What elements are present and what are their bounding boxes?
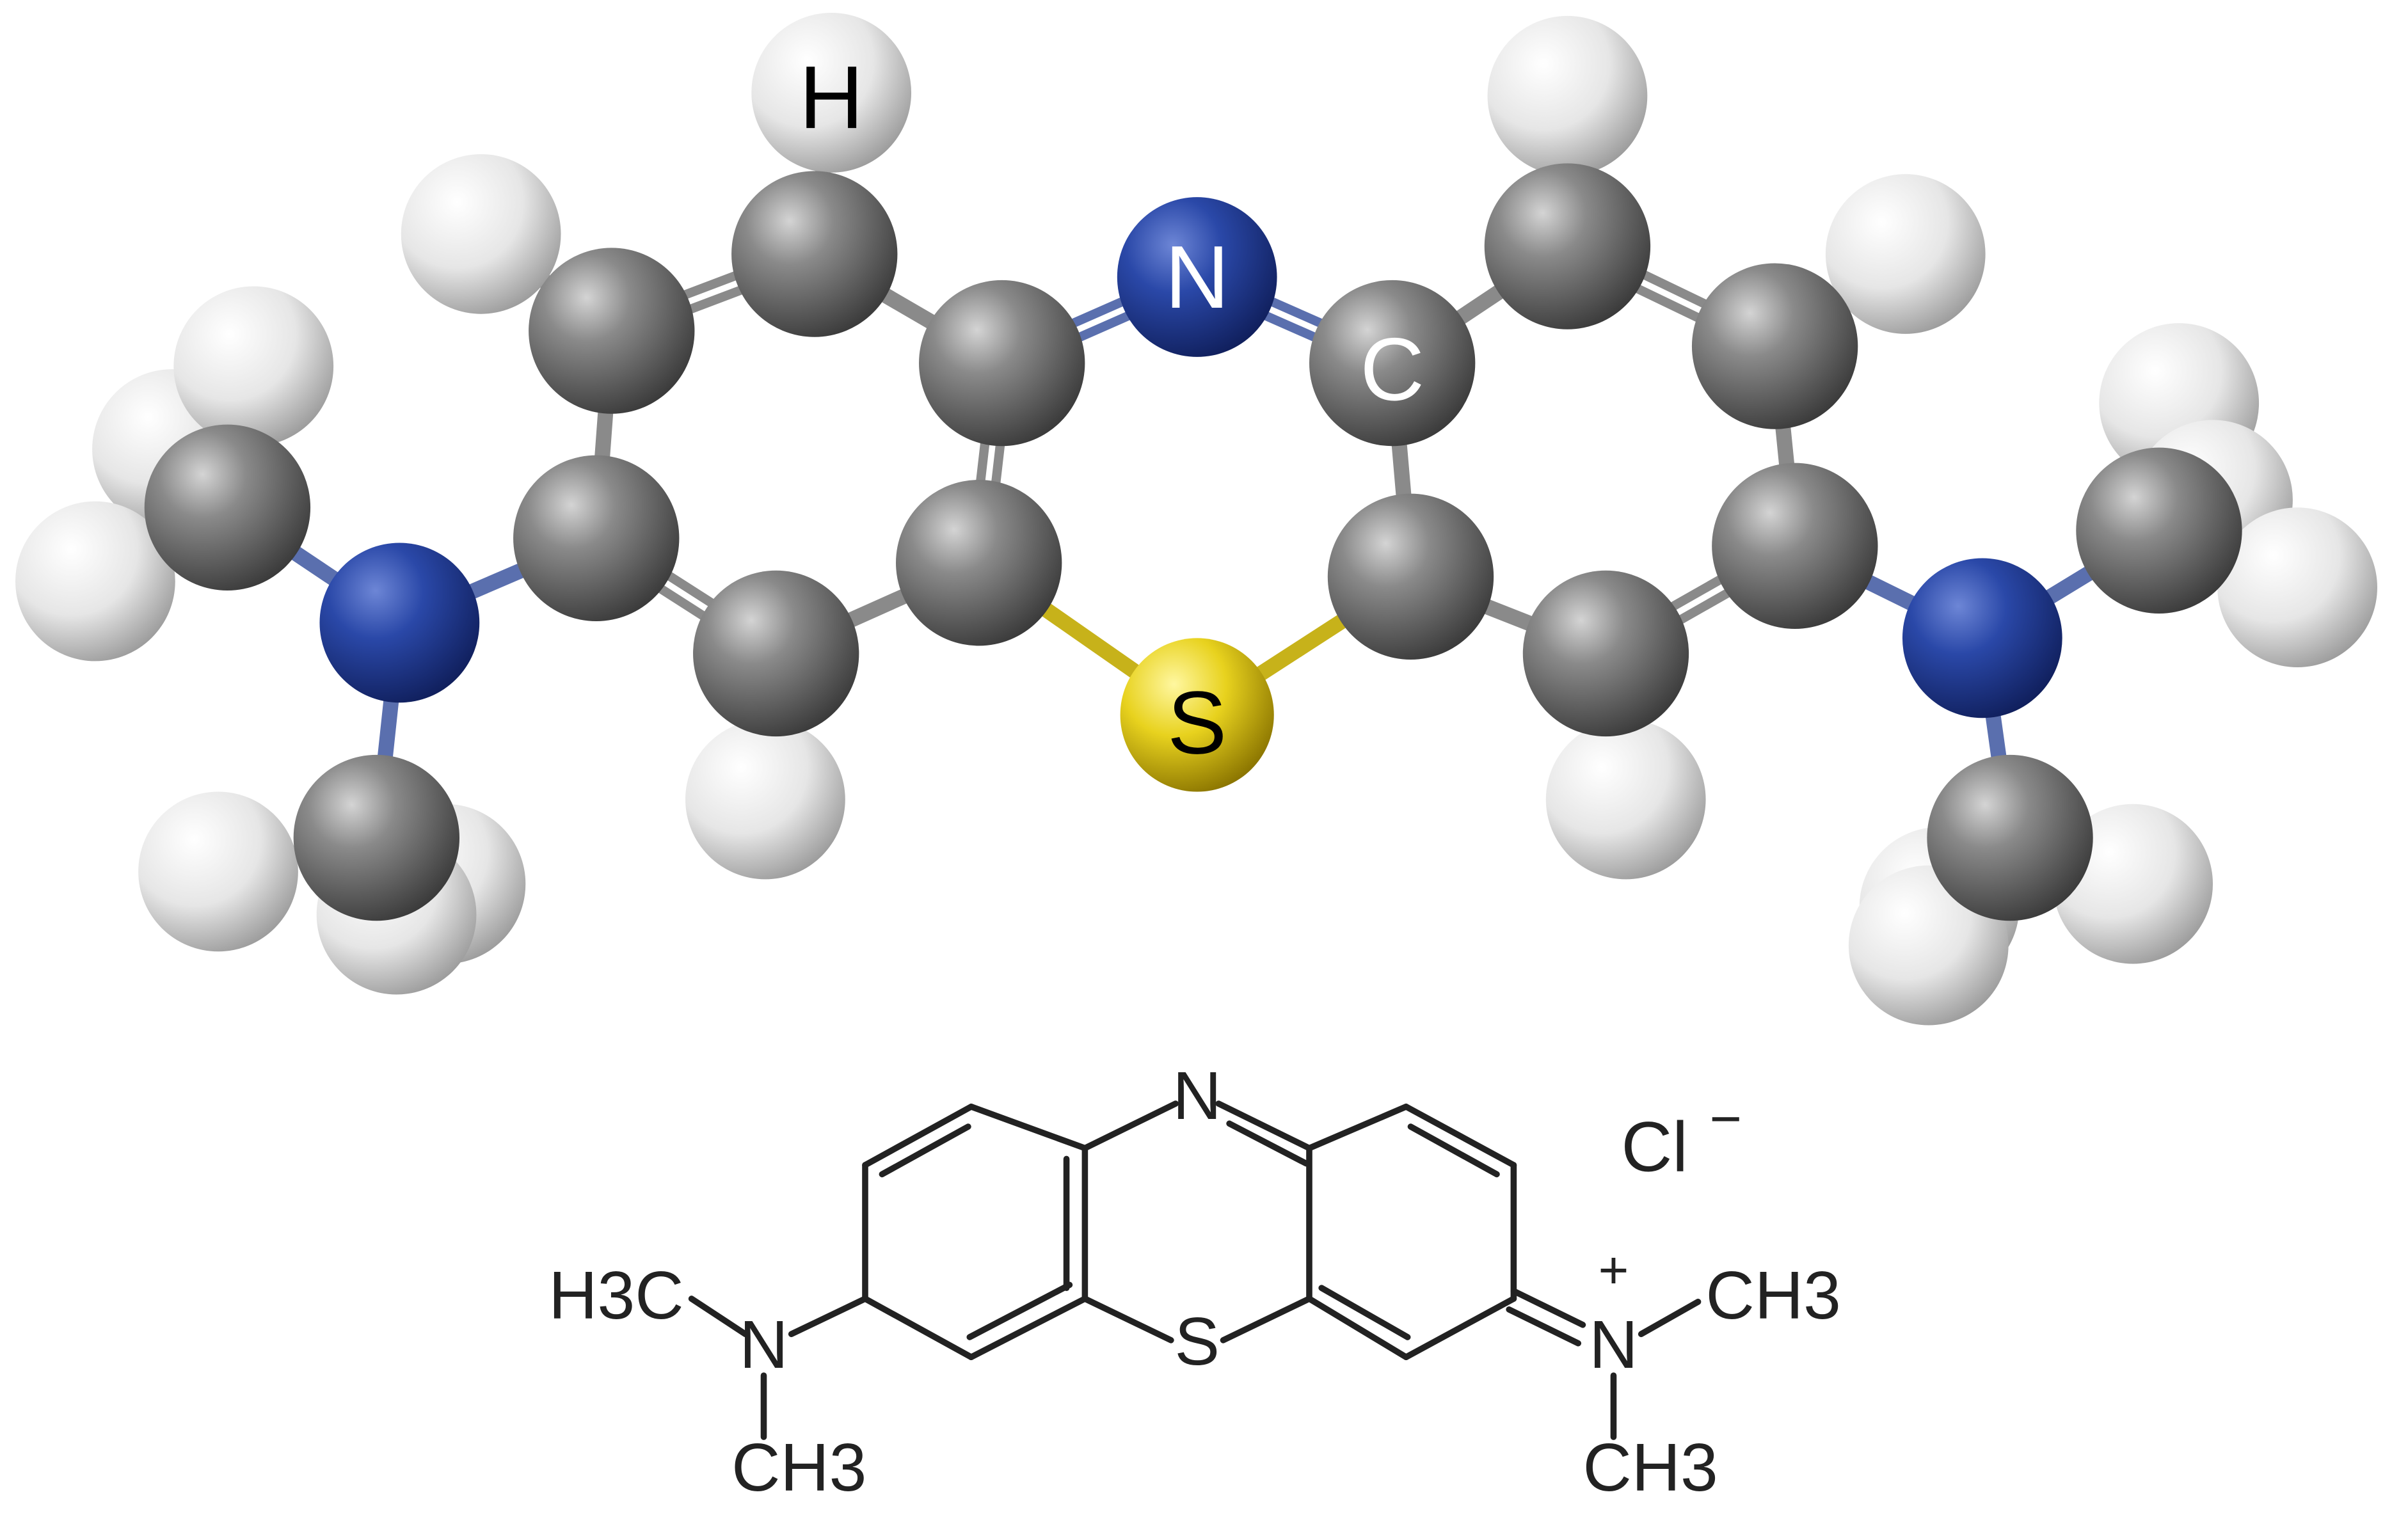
hydrogen-atom-hR3: [2217, 507, 2377, 668]
hydrogen-atom-hB: [1487, 15, 1648, 176]
right-ring: [1306, 1104, 1517, 1361]
hydrogen-atom-hA: [401, 154, 561, 314]
carbon-atom-cL2: [293, 754, 460, 921]
right-methyl-bottom: CH3: [1583, 1430, 1718, 1505]
right-n-double-bond-a: [1510, 1288, 1586, 1328]
ball-and-stick-model: H N C S: [15, 13, 2377, 1026]
hydrogen-atom-hE: [1545, 719, 1706, 880]
carbon-label: C: [1360, 319, 1424, 419]
hydrogen-atom-hL4: [138, 791, 298, 952]
sulfur-label: S: [1167, 672, 1227, 772]
carbon-atom-c6: [513, 455, 680, 621]
carbon-atom-c3: [919, 280, 1085, 447]
right-iminium-charge: +: [1599, 1241, 1629, 1299]
right-iminium-n: N: [1589, 1307, 1638, 1383]
right-n-double-bond-b: [1506, 1306, 1582, 1347]
left-methyl-top-bond: [688, 1296, 749, 1338]
carbon-atom-c9: [1691, 263, 1858, 429]
carbon-atom-c7: [1309, 280, 1476, 447]
hydrogen-label: H: [799, 47, 864, 147]
hydrogen-atom-hC: [1825, 174, 1986, 334]
carbon-atom-c1: [529, 248, 695, 414]
counter-ion-symbol: Cl: [1621, 1108, 1687, 1187]
nitrogen-atom-n1: [1117, 197, 1277, 357]
hydrogen-atom-hTop: [751, 13, 912, 173]
right-methyl-top: CH3: [1706, 1258, 1841, 1333]
carbon-atom-c4: [896, 480, 1062, 646]
carbon-atom-c12: [1327, 493, 1494, 660]
left-methyl-top: H3C: [548, 1258, 683, 1333]
left-n-bond: [788, 1296, 868, 1338]
counter-ion-charge: −: [1709, 1088, 1741, 1150]
left-amine-n: N: [739, 1307, 788, 1383]
atoms: [15, 13, 2377, 1026]
carbon-atom-cR1: [2076, 447, 2242, 614]
hydrogen-atom-hD: [685, 719, 845, 880]
sulfur-atom-s1: [1120, 638, 1274, 792]
formula-labels: N S Cl− N H3C CH3 N + CH3 CH3: [548, 1058, 1841, 1505]
nitrogen-atom-nR: [1902, 558, 2062, 718]
hydrogen-atom-hL2: [173, 286, 334, 447]
carbon-atom-c11: [1522, 570, 1689, 737]
nitrogen-atom-nL: [319, 543, 480, 703]
hydrogen-atom-hR5: [2053, 804, 2213, 964]
right-methyl-top-bond: [1638, 1298, 1702, 1338]
left-methyl-bottom: CH3: [731, 1430, 866, 1505]
ring-n-label: N: [1173, 1058, 1222, 1134]
nitrogen-label: N: [1165, 227, 1229, 327]
left-ring: [862, 1104, 1088, 1361]
carbon-atom-c10: [1712, 463, 1878, 629]
carbon-atom-c5: [693, 570, 859, 737]
carbon-atom-cR2: [1927, 754, 2093, 921]
middle-ring: [1081, 1100, 1312, 1344]
carbon-atom-cL1: [144, 424, 311, 591]
carbon-atom-c8: [1484, 163, 1651, 329]
carbon-atom-c2: [731, 171, 898, 337]
ring-s-label: S: [1174, 1304, 1219, 1379]
counter-ion: Cl−: [1621, 1088, 1741, 1187]
hydrogen-atom-hL3: [15, 501, 175, 662]
structural-formula: [688, 1100, 1702, 1440]
